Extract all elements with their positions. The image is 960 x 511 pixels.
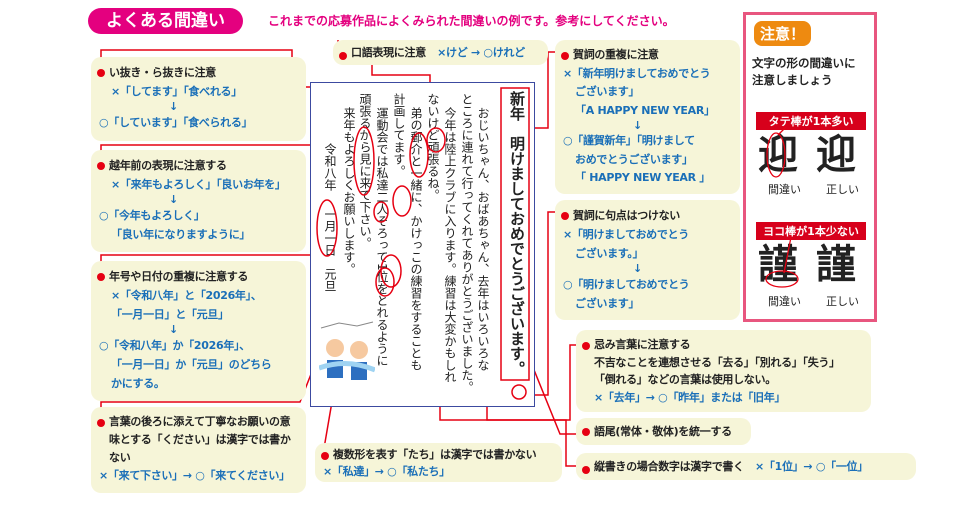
tip-taboo-words: 忌み言葉に注意する 不吉なことを連想させる「去る」「別れる」「失う」 「倒れる」…	[576, 330, 871, 412]
panel-intro: 文字の形の間違いに 注意しましょう	[752, 55, 856, 89]
arrow: ↓	[633, 119, 642, 132]
correct-example: ○「今年もよろしく」	[99, 209, 205, 222]
arrow: ↓	[169, 100, 178, 113]
wrong-example: ×「令和八年」と「2026年」、	[111, 289, 262, 302]
wrong-example: 「一月一日」と「元旦」	[111, 308, 229, 321]
example: ×「私達」→ ○「私たち」	[323, 465, 450, 478]
correct-example: ○「明けましておめでとう	[563, 278, 690, 291]
character-shape-panel: 注意！ 文字の形の間違いに 注意しましょう タテ棒が1本多い 迎 迎 間違い 正…	[743, 12, 877, 322]
tip-heading: 言葉の後ろに添えて丁寧なお願いの意味とする「ください」は漢字では書かない	[97, 413, 298, 467]
correct-example: ○「令和八年」か「2026年」、	[99, 339, 250, 352]
tip-heading: 年号や日付の重複に注意する	[97, 267, 298, 286]
example: ×「来て下さい」→ ○「来てください」	[99, 469, 290, 482]
correct-example: かにする。	[111, 377, 165, 390]
correct-label: 正しい	[826, 183, 859, 196]
intro-line: 文字の形の間違いに	[752, 56, 856, 70]
correct-example: ございます」	[575, 297, 640, 310]
correct-character: 迎	[816, 132, 856, 178]
postcard-sample: 新年 明けましておめでとうございます。 おじいちゃん、おばあちゃん、去年はいろい…	[310, 82, 535, 407]
tip-year-end: 越年前の表現に注意する ×「来年もよろしく」「良いお年を」 ↓ ○「今年もよろし…	[91, 150, 306, 252]
wrong-character: 迎	[758, 132, 798, 178]
tip-i-ra-nuki: い抜き・ら抜きに注意 ×「してます」「食べれる」 ↓ ○「しています」「食べられ…	[91, 57, 306, 141]
tip-greeting-duplication: 賀詞の重複に注意 ×「新年明けましておめでとう ございます」 「A HAPPY …	[555, 40, 740, 194]
card-line: 弟の郵介と一緒に、かけっこの練習をすることも	[409, 107, 423, 371]
highlight-circles	[765, 126, 799, 288]
tip-vertical-numbers: 縦書きの場合数字は漢字で書く ×「1位」→ ○「一位」	[576, 453, 916, 480]
tip-heading: 縦書きの場合数字は漢字で書く	[584, 460, 744, 473]
example-tag: ヨコ棒が1本少ない	[756, 222, 866, 240]
tip-heading: 語尾(常体・敬体)を統一する	[582, 422, 743, 441]
tip-heading: 複数形を表す「たち」は漢字では書かない	[321, 446, 554, 463]
correct-example: ○「謹賀新年」「明けまして	[563, 134, 695, 147]
tip-colloquial: 口語表現に注意 ×けど → ○けれど	[333, 40, 548, 65]
correct-label: 正しい	[826, 295, 859, 308]
correct-example: おめでとうございます」	[575, 152, 693, 166]
example: ×けど → ○けれど	[437, 46, 525, 59]
description: 不吉なことを連想させる「去る」「別れる」「失う」	[594, 355, 840, 369]
tip-heading: 忌み言葉に注意する	[582, 336, 863, 354]
correct-example: 「良い年になりますように」	[111, 228, 251, 241]
subtitle: これまでの応募作品によくみられた間違いの例です。参考にしてください。	[268, 14, 675, 28]
arrow: ↓	[169, 323, 178, 336]
tip-sentence-ending: 語尾(常体・敬体)を統一する	[576, 418, 751, 445]
card-date: 令和八年	[323, 143, 337, 191]
correct-example: 「 HAPPY NEW YEAR 」	[575, 171, 711, 184]
tip-plural: 複数形を表す「たち」は漢字では書かない ×「私達」→ ○「私たち」	[315, 443, 562, 482]
tip-heading: 口語表現に注意	[341, 46, 426, 59]
wrong-example: 「A HAPPY NEW YEAR」	[575, 103, 715, 117]
greeting: 新年 明けましておめでとうございます。	[508, 91, 526, 376]
tip-heading: い抜き・ら抜きに注意	[97, 63, 298, 82]
wrong-example: ございます。」	[575, 247, 644, 260]
example: ×「去年」→ ○「昨年」または「旧年」	[594, 390, 786, 404]
example-tag: タテ棒が1本多い	[756, 112, 866, 130]
card-date: 一月一日 元旦	[323, 208, 337, 292]
card-line: ところに連れて行ってくれてありがとうございました。	[460, 93, 474, 393]
tip-no-period: 賀詞に句点はつけない ×「明けましておめでとう ございます。」 ↓ ○「明けまし…	[555, 200, 740, 320]
intro-line: 注意しましょう	[752, 73, 833, 87]
caution-badge: 注意！	[754, 21, 812, 46]
correct-example: 「一月一日」か「元旦」のどちら	[111, 358, 272, 371]
correct-example: ○「しています」「食べられる」	[99, 116, 253, 129]
tip-kudasai: 言葉の後ろに添えて丁寧なお願いの意味とする「ください」は漢字では書かない ×「来…	[91, 407, 306, 493]
wrong-example: ございます」	[575, 85, 640, 98]
correct-character: 謹	[816, 242, 856, 288]
error-circles	[316, 87, 530, 400]
arrow: ↓	[633, 262, 642, 275]
wrong-label: 間違い	[768, 183, 801, 196]
tip-date-duplication: 年号や日付の重複に注意する ×「令和八年」と「2026年」、 「一月一日」と「元…	[91, 261, 306, 401]
tip-heading: 賀詞の重複に注意	[561, 46, 732, 65]
wrong-example: ×「明けましておめでとう	[563, 228, 689, 241]
wrong-label: 間違い	[768, 295, 801, 308]
wrong-example: ×「新年明けましておめでとう	[563, 66, 711, 80]
tip-heading: 越年前の表現に注意する	[97, 156, 298, 175]
wrong-example: ×「来年もよろしく」「良いお年を」	[111, 178, 286, 191]
card-line: 運動会では私達二人そろって1位をとれるように	[375, 107, 389, 367]
description: 「倒れる」などの言葉は使用しない。	[594, 373, 776, 386]
runners-illustration	[318, 318, 376, 398]
card-line: ないけど頑張るね。	[426, 93, 440, 201]
wrong-character: 謹	[758, 242, 798, 288]
card-line: 今年は陸上クラブに入ります。練習は大変かもしれ	[443, 107, 457, 383]
wrong-example: ×「してます」「食べれる」	[111, 85, 242, 98]
card-line: 計画してます。	[392, 93, 406, 177]
example: ×「1位」→ ○「一位」	[755, 460, 868, 473]
tip-heading: 賀詞に句点はつけない	[561, 206, 732, 225]
card-line: おじいちゃん、おばあちゃん、去年はいろいろな	[476, 107, 490, 371]
arrow: ↓	[169, 193, 178, 206]
page-title: よくある間違い	[88, 8, 243, 34]
card-line: 来年もよろしくお願いします。	[342, 107, 356, 275]
